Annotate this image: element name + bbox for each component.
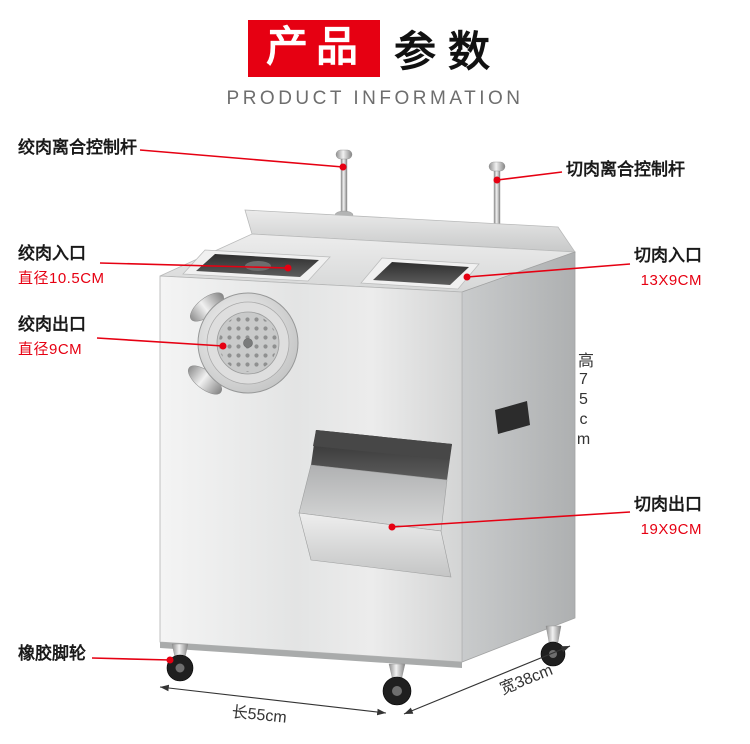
title-subtitle: PRODUCT INFORMATION: [226, 88, 524, 109]
label-grind-outlet-name: 绞肉出口: [18, 315, 86, 334]
caster-front-right: [382, 663, 412, 706]
dimension-lines: [159, 645, 571, 716]
leader-lines: [91, 149, 631, 661]
title-rest: 参数: [394, 28, 503, 75]
cut-outlet-chute: [298, 430, 452, 578]
title-highlight: 产品: [247, 20, 380, 77]
leader-dots: [166, 163, 501, 664]
side-handle: [495, 401, 530, 434]
label-caster: 橡胶脚轮: [18, 644, 86, 663]
label-cut-inlet: 切肉入口 13X9CM: [634, 246, 702, 289]
label-grind-outlet: 绞肉出口 直径9CM: [18, 315, 86, 358]
grind-lever: [334, 149, 354, 220]
label-grind-inlet-value: 直径10.5CM: [18, 269, 105, 287]
grinder-head: [188, 292, 299, 395]
label-cut-outlet-value: 19X9CM: [640, 520, 702, 538]
dimension-height: 高75cm: [575, 352, 592, 451]
cut-lever: [487, 161, 507, 234]
page-header: 产品 参数 PRODUCT INFORMATION: [0, 18, 750, 110]
label-grind-lever: 绞肉离合控制杆: [18, 138, 137, 157]
cut-inlet-opening: [360, 257, 480, 290]
label-cut-outlet-name: 切肉出口: [634, 495, 702, 514]
caster-front-left: [166, 643, 194, 682]
label-grind-outlet-value: 直径9CM: [18, 340, 83, 358]
label-cut-outlet: 切肉出口 19X9CM: [634, 495, 702, 538]
label-cut-inlet-value: 13X9CM: [640, 271, 702, 289]
label-cut-inlet-name: 切肉入口: [634, 246, 702, 265]
label-cut-lever: 切肉离合控制杆: [566, 160, 685, 179]
label-grind-inlet-name: 绞肉入口: [18, 244, 86, 263]
label-grind-inlet: 绞肉入口 直径10.5CM: [18, 244, 105, 287]
